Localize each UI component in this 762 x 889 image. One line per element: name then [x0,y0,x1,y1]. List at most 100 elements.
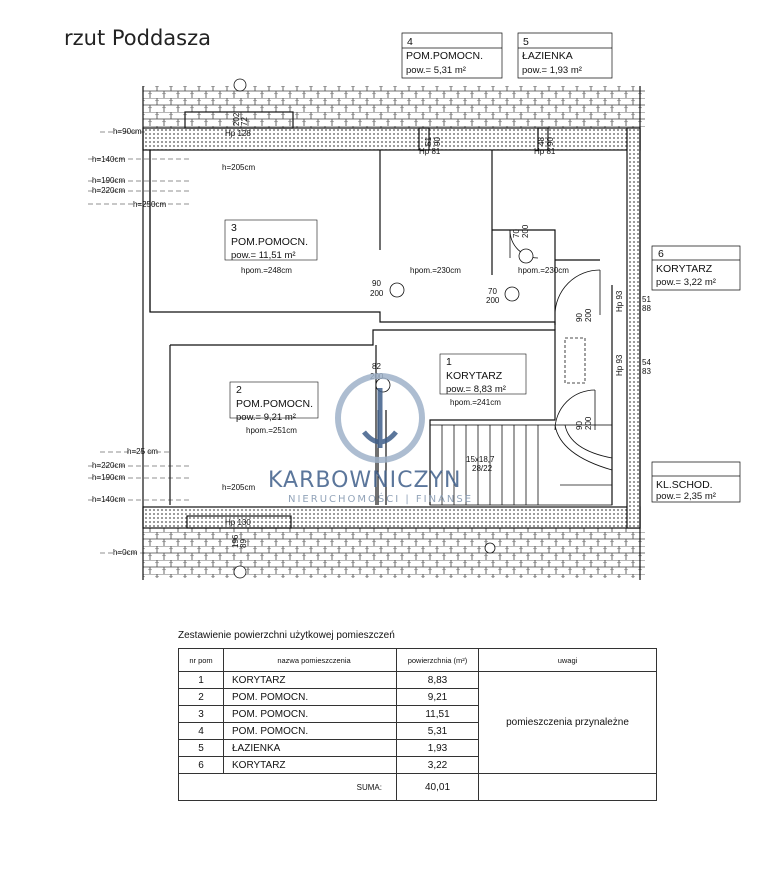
room-5-name: ŁAZIENKA [522,50,573,62]
room-height-b: hpom.=230cm [518,266,569,275]
room-1-name: KORYTARZ [446,370,503,382]
room-3-height: hpom.=248cm [241,266,292,275]
room-2-height: hpom.=251cm [246,426,297,435]
room-1-nr: 1 [446,356,452,368]
hp128-label: Hp 128 [225,129,251,138]
row-area: 11,51 [396,705,479,723]
room-3-name: POM.POMOCN. [231,236,308,248]
row-nr: 6 [178,756,224,774]
door-v-90: 90 [575,313,584,322]
stairs-name: KL.SCHOD. [656,479,713,491]
plan-title: rzut Poddasza [64,26,211,50]
level-h190-top: h=190cm [92,176,125,185]
room-2-label: 2 POM.POMOCN. pow.= 9,21 m² hpom.=251cm [229,381,319,435]
sum-label: SUMA: [178,773,397,801]
door-v-90-b: 90 [575,421,584,430]
row-name: KORYTARZ [223,756,397,774]
row-nr: 5 [178,739,224,757]
level-h140-bottom: h=140cm [92,495,125,504]
watermark-brand: KARBOWNICZYN [268,468,461,493]
table-title: Zestawienie powierzchni użytkowej pomies… [178,630,395,641]
dim-72: 72 [240,117,249,126]
room-5-label: 5 ŁAZIENKA pow.= 1,93 m² [517,32,613,79]
room-2-area: pow.= 9,21 m² [236,412,296,423]
table-row: 4 POM. POMOCN. 5,31 [178,722,657,740]
hp81-b-label: Hp 81 [534,147,556,156]
room-4-name: POM.POMOCN. [406,50,483,62]
room-4-area: pow.= 5,31 m² [406,65,466,76]
room-6-area: pow.= 3,22 m² [656,277,716,288]
room-6-label: 6 KORYTARZ pow.= 3,22 m² [651,245,741,291]
row-name: POM. POMOCN. [223,688,397,706]
room-2-name: POM.POMOCN. [236,398,313,410]
row-area: 9,21 [396,688,479,706]
room-1-height: hpom.=241cm [450,398,501,407]
row-nr: 4 [178,722,224,740]
row-name: POM. POMOCN. [223,705,397,723]
hp81-a-label: Hp 81 [419,147,441,156]
door-90: 90 [372,279,381,288]
table-row: 1 KORYTARZ 8,83 pomieszczenia przynależn… [178,671,657,774]
dim-196: 196 [231,534,240,548]
door-v-200: 200 [584,308,593,322]
dim-90: 90 [433,137,442,146]
room-5-nr: 5 [523,36,529,48]
room-6-nr: 6 [658,248,664,260]
door-v-200-c: 200 [521,224,530,238]
ceiling-height-bottom: h=205cm [222,483,255,492]
doors [509,229,601,431]
room-5-area: pow.= 1,93 m² [522,65,582,76]
level-h220-top: h=220cm [92,186,125,195]
hp93-b-label: Hp 93 [615,354,624,376]
sum-value: 40,01 [396,773,479,801]
room-4-nr: 4 [407,36,413,48]
stairs-label: KL.SCHOD. pow.= 2,35 m² [651,461,741,503]
watermark: KARBOWNICZYN NIERUCHOMOŚCI | FINANSE [268,373,473,505]
row-nr: 3 [178,705,224,723]
dim-89: 89 [239,539,248,548]
hp130-label: Hp 130 [225,518,251,527]
row-area: 1,93 [396,739,479,757]
door-v-200-b: 200 [584,416,593,430]
fixture-circles [233,78,534,579]
level-h190-bottom: h=190cm [92,473,125,482]
dim-54r: 54 [642,358,651,367]
room-6-name: KORYTARZ [656,263,713,275]
door-70: 70 [488,287,497,296]
row-name: ŁAZIENKA [223,739,397,757]
level-h220-bottom: h=220cm [92,461,125,470]
room-1-area: pow.= 8,83 m² [446,384,506,395]
row-name: KORYTARZ [223,671,397,689]
dim-90b: 90 [546,137,555,146]
walls [142,86,641,580]
row-area: 3,22 [396,756,479,774]
row-nr: 2 [178,688,224,706]
floor-plan: h=90cm h=140cm h=190cm h=220cm h=250cm h… [88,32,741,580]
watermark-tagline: NIERUCHOMOŚCI | FINANSE [288,492,473,505]
stairs-dim-2: 28/22 [472,464,493,473]
ceiling-height-top: h=205cm [222,163,255,172]
notes-cell: pomieszczenia przynależne [478,671,657,774]
dim-51r: 51 [642,295,651,304]
dim-83r: 83 [642,367,651,376]
dim-51: 51 [424,137,433,146]
table-row: 6 KORYTARZ 3,22 [178,756,657,774]
sum-notes [478,773,657,801]
door-200: 200 [370,289,384,298]
room-3-nr: 3 [231,222,237,234]
header-notes: uwagi [478,648,657,672]
table-header-row: nr pom nazwa pomieszczenia powierzchnia … [178,648,657,672]
level-h25: h=25 cm [127,447,158,456]
door-200-b: 200 [486,296,500,305]
sum-row: SUMA: 40,01 [178,773,657,801]
row-nr: 1 [178,671,224,689]
level-h90: h=90cm [113,127,142,136]
header-name: nazwa pomieszczenia [223,648,397,672]
anchor-logo-icon [335,373,425,463]
staircase [429,337,613,506]
dim-202: 202 [232,112,241,126]
room-3-area: pow.= 11,51 m² [231,250,296,261]
level-lines-left [88,131,190,554]
roof-tiles-bottom [143,528,645,578]
hp93-a-label: Hp 93 [615,290,624,312]
